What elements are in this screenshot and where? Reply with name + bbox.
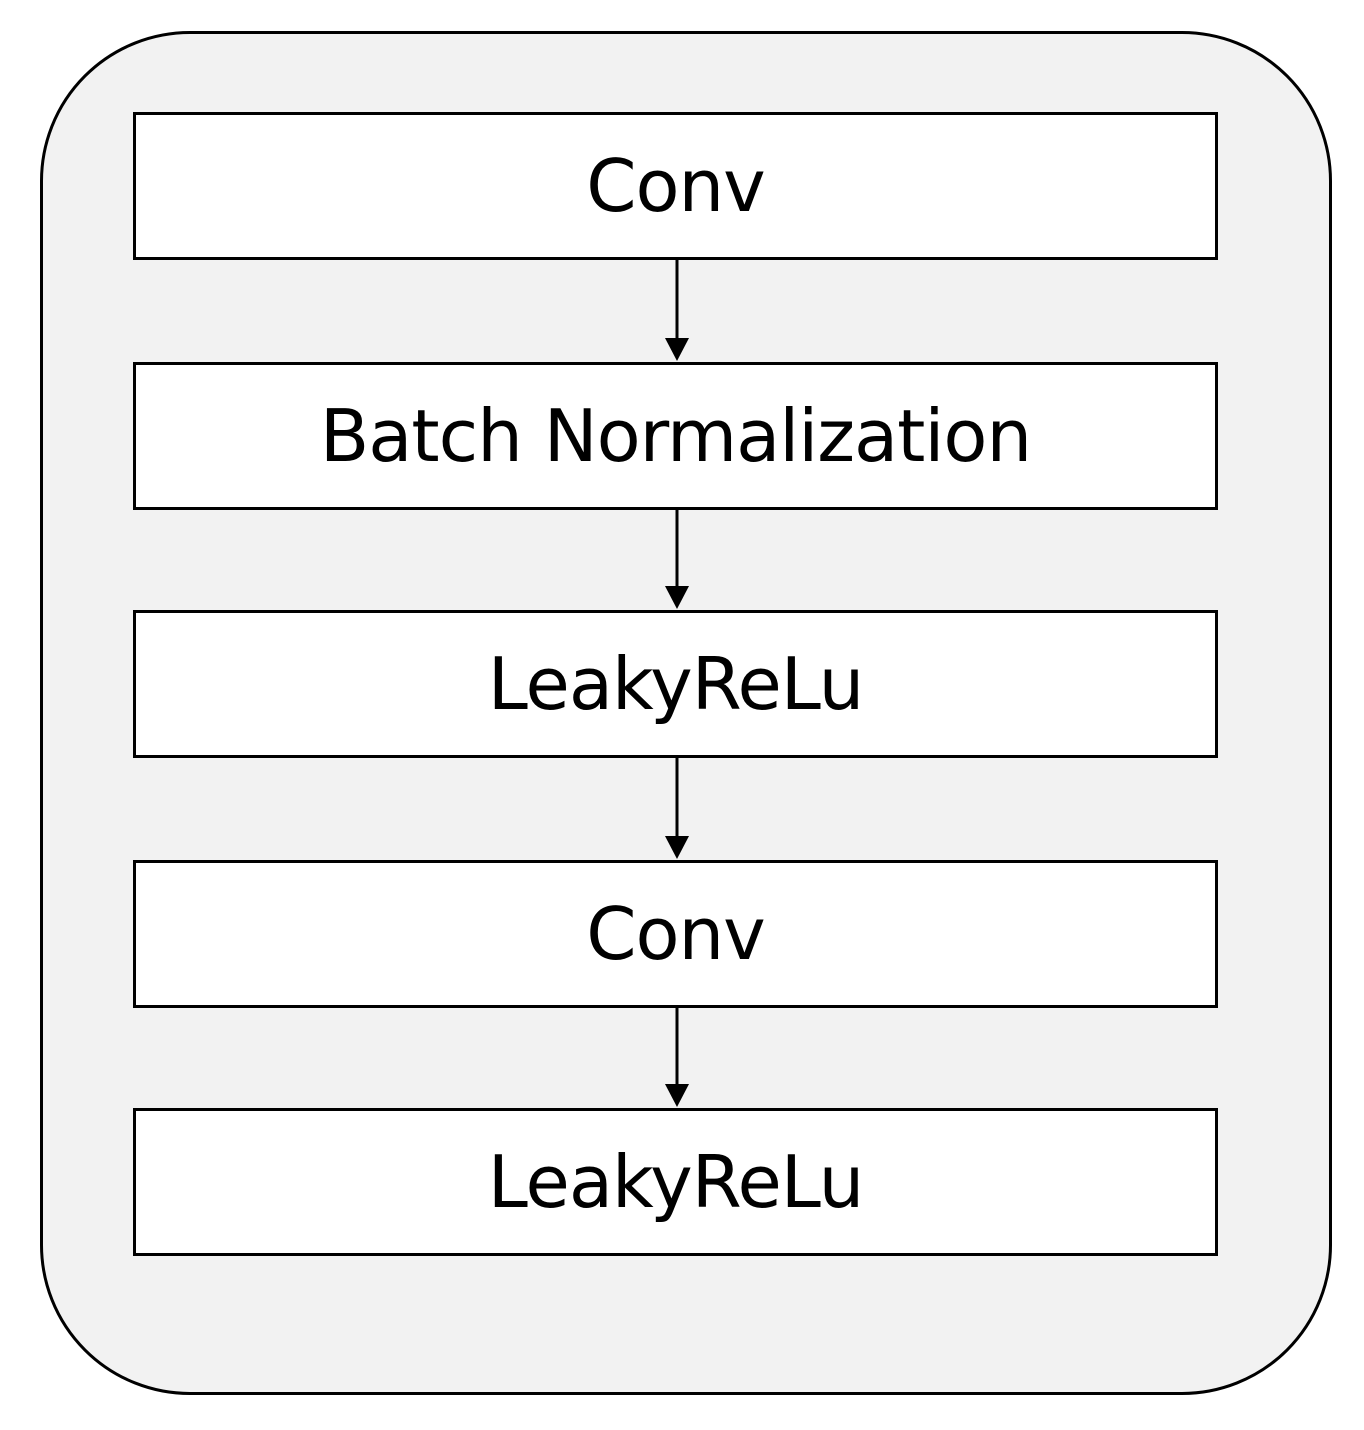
arrow-down-icon xyxy=(664,758,690,860)
block-label: Conv xyxy=(586,144,766,228)
block-label: LeakyReLu xyxy=(487,1140,865,1224)
block-label: Conv xyxy=(586,892,766,976)
leakyrelu-block-1: LeakyReLu xyxy=(133,610,1218,758)
block-label: LeakyReLu xyxy=(487,642,865,726)
block-label: Batch Normalization xyxy=(319,394,1032,478)
arrow-down-icon xyxy=(664,1008,690,1108)
conv-block-2: Conv xyxy=(133,860,1218,1008)
batch-normalization-block: Batch Normalization xyxy=(133,362,1218,510)
arrow-down-icon xyxy=(664,260,690,362)
leakyrelu-block-2: LeakyReLu xyxy=(133,1108,1218,1256)
conv-block-1: Conv xyxy=(133,112,1218,260)
arrow-down-icon xyxy=(664,510,690,610)
